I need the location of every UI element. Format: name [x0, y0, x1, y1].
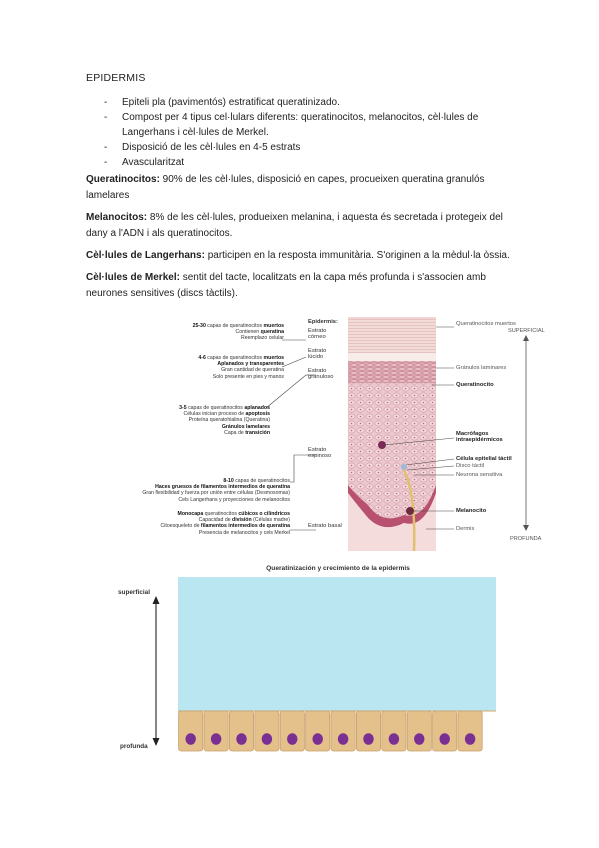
label-superficial: superficial: [118, 589, 150, 596]
definition: 8% de les cèl·lules, produeixen melanina…: [86, 212, 503, 239]
bullet-text: Avascularitzat: [122, 156, 185, 168]
melanocyte-cell: [406, 507, 414, 515]
dash-marker: -: [104, 97, 108, 108]
basal-cell: [355, 710, 381, 752]
stratum-label-granulosum: Estrato granuloso: [308, 368, 334, 381]
label-melanocyte: Melanocito: [456, 508, 487, 514]
dash-marker: -: [104, 112, 108, 123]
basal-cell: [432, 710, 458, 752]
basal-cell: [330, 710, 356, 752]
term: Cèl·lules de Langerhans:: [86, 250, 205, 261]
paragraph-merkel: Cèl·lules de Merkel: sentit del tacte, l…: [86, 270, 518, 301]
stratum-label-basale: Estrato basal: [308, 523, 342, 529]
cell-nucleus: [312, 733, 323, 745]
paragraph-melanocitos: Melanocitos: 8% de les cèl·lules, produe…: [86, 210, 518, 241]
note-basale: Monocapa queratinocitos cúbicos o cilínd…: [160, 511, 290, 536]
stratum-label-corneum: Estrato córneo: [308, 328, 327, 341]
cell-nucleus: [388, 733, 400, 745]
basal-cell: [254, 710, 280, 752]
cell-nucleus: [337, 733, 349, 745]
dash-marker: -: [104, 156, 108, 168]
bullet-item: - Epiteli pla (pavimentós) estratificat q…: [86, 96, 526, 111]
paragraph-langerhans: Cèl·lules de Langerhans: participen en l…: [86, 248, 518, 264]
cell-nucleus: [287, 733, 298, 745]
cell-nucleus: [363, 733, 374, 745]
basal-cell: [229, 710, 255, 752]
macrophage-cell: [378, 441, 386, 449]
keratinization-illustration: [152, 577, 496, 752]
bullet-item: - Compost per 4 tipus cel·lulars diferent…: [86, 111, 526, 140]
axis-profunda: PROFUNDA: [510, 536, 542, 542]
basal-cell: [279, 710, 305, 752]
definition: 90% de les cèl·lules, disposició en cape…: [86, 174, 485, 201]
cell-nucleus: [236, 733, 247, 745]
definition: sentit del tacte, localitzats en la capa…: [86, 272, 486, 299]
cell-nucleus: [464, 733, 476, 745]
label-profunda: profunda: [120, 743, 148, 750]
merkel-cell: [401, 464, 407, 470]
definition: participen en la resposta immunitària. S…: [204, 250, 510, 261]
dash-marker: -: [104, 141, 108, 153]
label-macrophages: Macrófagos intraepidérmicos: [456, 431, 503, 444]
label-sensory-neuron: Neurona sensitiva: [456, 472, 503, 478]
note-spinosum: 8-10 capas de queratinocitos Haces grues…: [142, 478, 290, 503]
basal-cell: [203, 710, 229, 752]
basal-cell: [305, 710, 331, 752]
label-dead-keratinocytes: Queratinocitos muertos: [456, 321, 516, 327]
term: Cèl·lules de Merkel:: [86, 272, 180, 283]
strata-header: Epidermis:: [308, 319, 338, 325]
label-merkel-cell: Célula epitelial táctil: [456, 456, 512, 462]
cell-nucleus: [439, 733, 450, 745]
bullet-text: Epiteli pla (pavimentós) estratificat qu…: [122, 97, 340, 108]
bullet-text: Disposició de les cèl·lules en 4-5 estra…: [122, 141, 301, 153]
bullet-list: - Epiteli pla (pavimentós) estratificat q…: [86, 96, 526, 171]
bullet-item: - Avascularitzat: [86, 156, 526, 171]
note-lucidum: 4-6 capas de queratinocitos muertos Apla…: [198, 355, 284, 380]
note-corneum: 25-30 capas de queratinocitos muertos Co…: [192, 323, 284, 342]
cell-nucleus: [185, 733, 196, 745]
sky-region: [178, 577, 496, 711]
basal-cell: [381, 710, 407, 752]
stratum-label-spinosum: Estrato espinoso: [308, 447, 332, 460]
label-keratinocyte: Queratinocito: [456, 382, 494, 388]
label-dermis: Dermis: [456, 526, 475, 532]
epidermis-illustration: [265, 317, 529, 552]
cell-nucleus: [414, 733, 425, 745]
epidermis-strata-figure: 25-30 capas de queratinocitos muertos Co…: [86, 315, 556, 555]
term: Melanocitos:: [86, 212, 148, 223]
label-tactile-disc: Disco táctil: [456, 463, 485, 469]
basal-cell-row: [178, 710, 483, 752]
bullet-text: Compost per 4 tipus cel·lulars diferents…: [122, 112, 479, 138]
stratum-lucidum: [348, 353, 436, 361]
basal-cell: [457, 710, 483, 752]
stratum-label-lucidum: Estrato lúcido: [308, 348, 327, 361]
sensory-neuron: [402, 469, 416, 552]
note-granulosum: 3-5 capas de queratinocitos aplanados Cé…: [179, 405, 270, 436]
keratinization-figure: Queratinización y crecimiento de la epid…: [118, 565, 498, 755]
stratum-corneum: [348, 319, 436, 353]
label-lamellar-granules: Gránulos laminares: [456, 365, 507, 371]
stratum-granulosum: [348, 361, 436, 383]
stratum-spinosum: [348, 383, 436, 519]
section-heading: EPIDERMIS: [86, 72, 146, 84]
paragraph-queratinocitos: Queratinocitos: 90% de les cèl·lules, di…: [86, 172, 518, 203]
cell-nucleus: [210, 733, 222, 745]
basal-cell: [178, 710, 204, 752]
bullet-item: - Disposició de les cèl·lules en 4-5 estr…: [86, 141, 526, 156]
axis-superficial: SUPERFICIAL: [508, 328, 545, 334]
basal-cell: [406, 710, 432, 752]
cell-nucleus: [261, 733, 273, 745]
figure2-title: Queratinización y crecimiento de la epid…: [266, 565, 410, 572]
term: Queratinocitos:: [86, 174, 160, 185]
